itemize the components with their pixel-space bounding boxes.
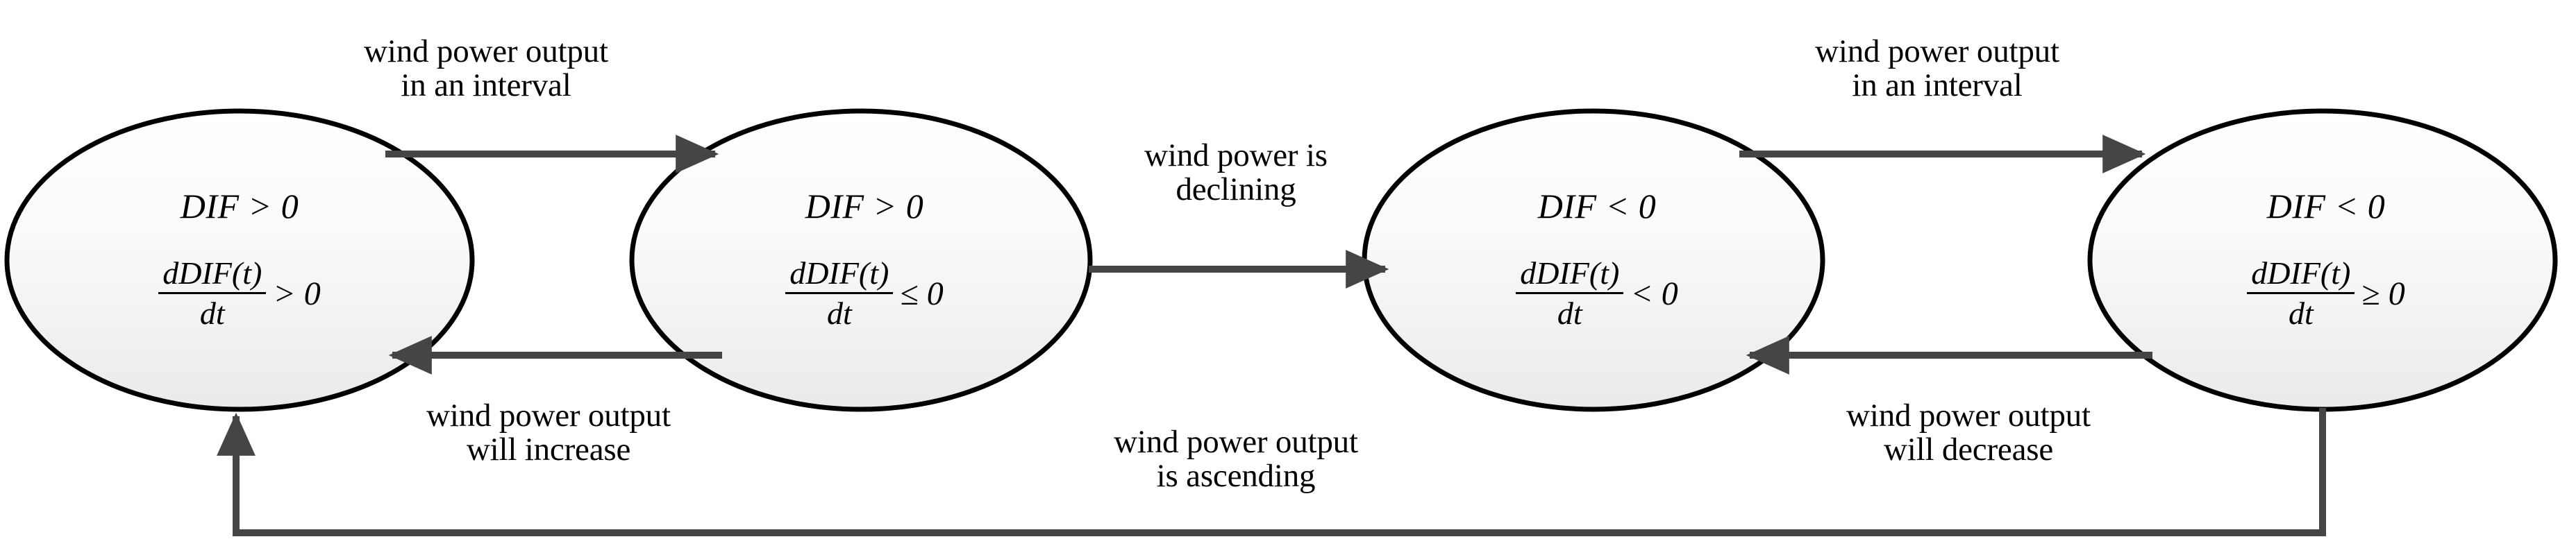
state-node-1-text: DIF > 0 dDIF(t) dt > 0 [24, 186, 455, 331]
state-node-2[interactable] [629, 108, 1093, 412]
state-1-numerator: dDIF(t) [158, 256, 267, 294]
state-2-denominator: dt [826, 295, 852, 331]
state-4-condition: DIF < 0 [2266, 187, 2386, 225]
state-3-denominator: dt [1557, 295, 1582, 331]
state-1-denominator: dt [199, 295, 225, 331]
transition-label-3-line-1: wind power output [1815, 33, 2059, 69]
state-2-derivative: dDIF(t) dt ≤ 0 [649, 256, 1080, 331]
state-1-condition: DIF > 0 [180, 187, 299, 225]
state-1-relation: > 0 [273, 275, 321, 313]
transition-label-6: wind power output is ascending [1035, 425, 1437, 493]
state-4-denominator: dt [2288, 295, 2314, 331]
state-4-relation: ≥ 0 [2361, 275, 2405, 313]
transition-label-2: wind power is declining [1042, 139, 1430, 207]
transition-label-2-line-1: wind power is [1144, 137, 1328, 173]
transition-label-4-line-2: will increase [466, 431, 631, 468]
state-2-relation: ≤ 0 [900, 275, 944, 313]
transition-label-4: wind power output will increase [347, 399, 750, 467]
state-2-fraction: dDIF(t) dt [785, 256, 894, 331]
state-node-1[interactable] [4, 108, 475, 412]
state-4-derivative: dDIF(t) dt ≥ 0 [2111, 256, 2541, 331]
transition-label-5: wind power output will decrease [1767, 399, 2170, 467]
state-3-condition: DIF < 0 [1537, 187, 1657, 225]
state-3-numerator: dDIF(t) [1516, 256, 1624, 294]
state-node-3-text: DIF < 0 dDIF(t) dt < 0 [1382, 186, 1812, 331]
transition-label-3: wind power output in an interval [1736, 35, 2139, 103]
state-2-condition: DIF > 0 [805, 187, 924, 225]
state-2-numerator: dDIF(t) [785, 256, 894, 294]
transition-label-1-line-2: in an interval [401, 67, 571, 103]
transition-label-5-line-1: wind power output [1846, 398, 2091, 434]
transition-label-1-line-1: wind power output [364, 33, 608, 69]
state-3-derivative: dDIF(t) dt < 0 [1382, 256, 1812, 331]
state-1-fraction: dDIF(t) dt [158, 256, 267, 331]
state-1-derivative: dDIF(t) dt > 0 [24, 256, 455, 331]
transition-label-1: wind power output in an interval [285, 35, 687, 103]
transition-label-3-line-2: in an interval [1852, 67, 2023, 103]
transition-arrow-6-feedback[interactable] [217, 408, 2326, 536]
state-node-4-text: DIF < 0 dDIF(t) dt ≥ 0 [2111, 186, 2541, 331]
transition-label-5-line-2: will decrease [1883, 431, 2053, 468]
state-3-relation: < 0 [1630, 275, 1678, 313]
transition-label-6-line-2: is ascending [1156, 457, 1316, 494]
transition-label-6-line-1: wind power output [1114, 424, 1358, 460]
state-4-numerator: dDIF(t) [2247, 256, 2355, 294]
transition-label-2-line-2: declining [1176, 171, 1296, 207]
state-4-fraction: dDIF(t) dt [2247, 256, 2355, 331]
state-3-fraction: dDIF(t) dt [1516, 256, 1624, 331]
state-node-2-text: DIF > 0 dDIF(t) dt ≤ 0 [649, 186, 1080, 331]
transition-label-4-line-1: wind power output [426, 398, 671, 434]
